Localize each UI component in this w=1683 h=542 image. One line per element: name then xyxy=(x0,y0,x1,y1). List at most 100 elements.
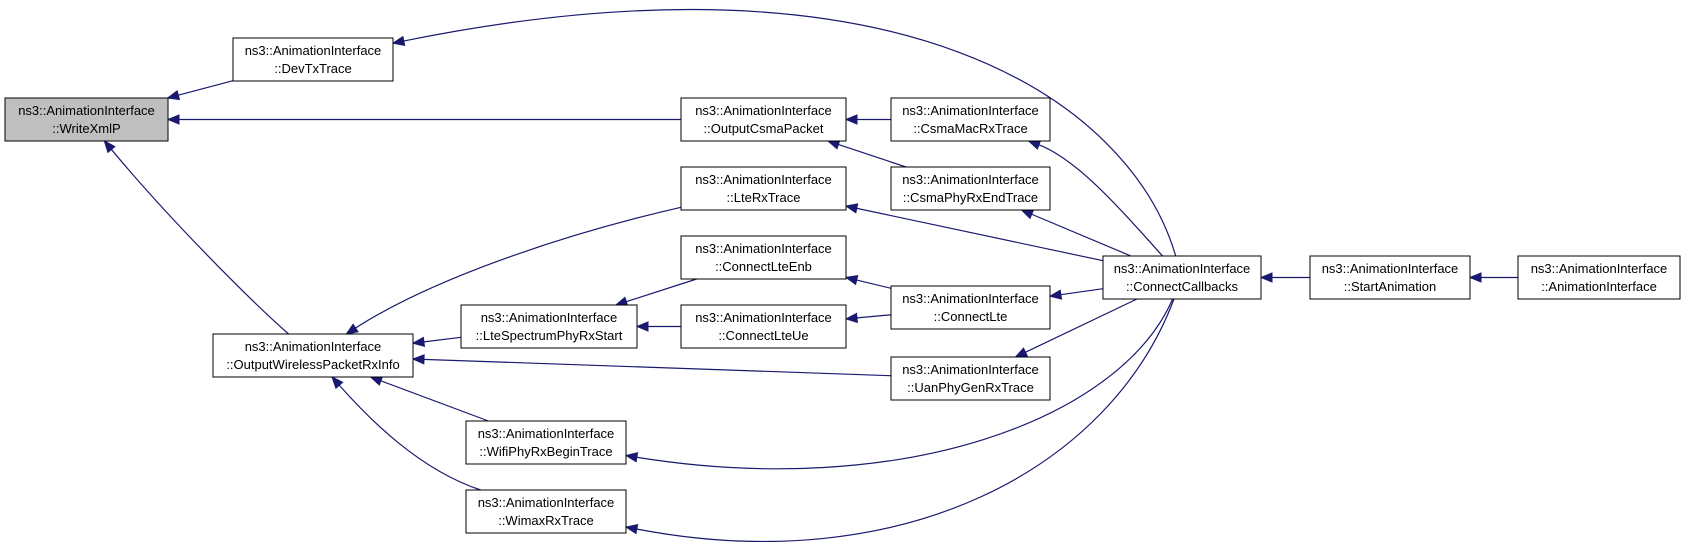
node-box xyxy=(680,235,847,280)
edge-connectcallbacks-to-csmaphyrxendtrace xyxy=(1030,213,1132,257)
edge-arrowhead xyxy=(331,376,344,390)
edge-arrowhead xyxy=(844,114,858,125)
edge-connectcallbacks-to-connectlte xyxy=(1059,288,1104,296)
node-box xyxy=(890,97,1051,142)
node-label-line2: ::ConnectLteUe xyxy=(718,328,808,343)
node-label-line1: ns3::AnimationInterface xyxy=(695,103,832,118)
node-label-line1: ns3::AnimationInterface xyxy=(478,426,615,441)
edge-arrowhead xyxy=(345,323,359,335)
node-label-line2: ::AnimationInterface xyxy=(1541,279,1657,294)
node-label-line2: ::OutputCsmaPacket xyxy=(704,121,824,136)
node-box xyxy=(465,420,627,465)
edge-connectcallbacks-to-wimaxrxtrace xyxy=(635,298,1175,542)
edge-arrowhead xyxy=(844,203,859,214)
edge-outputwirelesspacketrxinfo-to-writexmlp xyxy=(110,148,289,335)
node-label-line2: ::LteRxTrace xyxy=(727,190,801,205)
edge-arrowhead xyxy=(166,89,181,101)
node-box xyxy=(680,304,847,349)
node-box xyxy=(680,166,847,211)
node-startanimation[interactable]: ns3::AnimationInterface::StartAnimation xyxy=(1309,255,1471,300)
edge-arrowhead xyxy=(635,321,649,332)
node-label-line2: ::ConnectLte xyxy=(934,309,1008,324)
node-label-line1: ns3::AnimationInterface xyxy=(1322,261,1459,276)
node-box xyxy=(460,304,638,349)
node-label-line2: ::DevTxTrace xyxy=(274,61,352,76)
node-label-line1: ns3::AnimationInterface xyxy=(902,291,1039,306)
node-label-line2: ::CsmaMacRxTrace xyxy=(913,121,1027,136)
node-box xyxy=(1309,255,1471,300)
edge-arrowhead xyxy=(411,336,426,348)
edge-arrowhead xyxy=(1468,272,1482,283)
edge-connectcallbacks-to-ltexrxtrace xyxy=(855,207,1104,262)
node-label-line1: ns3::AnimationInterface xyxy=(481,310,618,325)
node-connectlte[interactable]: ns3::AnimationInterface::ConnectLte xyxy=(890,285,1051,330)
node-label-line1: ns3::AnimationInterface xyxy=(902,362,1039,377)
node-devtxtrace[interactable]: ns3::AnimationInterface::DevTxTrace xyxy=(232,37,394,82)
edge-arrowhead xyxy=(624,452,639,463)
edge-wifiphyrxbegintrace-to-outputwirelesspacketrxinfo xyxy=(379,379,489,422)
node-connectcallbacks[interactable]: ns3::AnimationInterface::ConnectCallback… xyxy=(1102,255,1262,300)
node-label-line1: ns3::AnimationInterface xyxy=(245,43,382,58)
node-label-line2: ::WriteXmlP xyxy=(52,121,120,136)
node-writexmlp[interactable]: ns3::AnimationInterface::WriteXmlP xyxy=(4,97,169,142)
node-csmamacrxtrace[interactable]: ns3::AnimationInterface::CsmaMacRxTrace xyxy=(890,97,1051,142)
edge-connectlte-to-connectlteenb xyxy=(855,279,892,289)
node-label-line1: ns3::AnimationInterface xyxy=(1114,261,1251,276)
edge-arrowhead xyxy=(369,376,384,386)
node-label-line2: ::UanPhyGenRxTrace xyxy=(907,380,1034,395)
edge-arrowhead xyxy=(103,139,116,154)
node-label-line1: ns3::AnimationInterface xyxy=(695,310,832,325)
edge-ltespectrumphyrxstart-to-outputwirelesspacketrxinfo xyxy=(422,336,462,343)
edge-devtxtrace-to-writexmlp xyxy=(177,80,234,97)
node-ltespectrumphyrxstart[interactable]: ns3::AnimationInterface::LteSpectrumPhyR… xyxy=(460,304,638,349)
node-box xyxy=(4,97,169,142)
node-wifiphyrxbegintrace[interactable]: ns3::AnimationInterface::WifiPhyRxBeginT… xyxy=(465,420,627,465)
node-label-line1: ns3::AnimationInterface xyxy=(695,172,832,187)
edge-uanphygenrxtrace-to-outputwirelesspacketrxinfo xyxy=(422,358,892,377)
edge-arrowhead xyxy=(1259,272,1273,283)
node-outputwirelesspacketrxinfo[interactable]: ns3::AnimationInterface::OutputWirelessP… xyxy=(212,333,414,378)
node-csmaphyrxendtrace[interactable]: ns3::AnimationInterface::CsmaPhyRxEndTra… xyxy=(890,166,1051,211)
edge-ltexrxtrace-to-outputwirelesspacketrxinfo xyxy=(354,206,682,330)
node-label-line2: ::OutputWirelessPacketRxInfo xyxy=(226,357,399,372)
node-label-line2: ::ConnectCallbacks xyxy=(1126,279,1238,294)
edge-connectcallbacks-to-uanphygenrxtrace xyxy=(1024,298,1138,354)
node-connectlteenb[interactable]: ns3::AnimationInterface::ConnectLteEnb xyxy=(680,235,847,280)
node-connectlteue[interactable]: ns3::AnimationInterface::ConnectLteUe xyxy=(680,304,847,349)
node-wimaxrxtrace[interactable]: ns3::AnimationInterface::WimaxRxTrace xyxy=(465,489,627,534)
node-box xyxy=(890,356,1051,401)
edge-arrowhead xyxy=(624,524,639,535)
edge-connectcallbacks-to-devtxtrace xyxy=(402,8,1177,257)
edge-connectcallbacks-to-csmamacrxtrace xyxy=(1037,143,1164,257)
call-graph-nodes: ns3::AnimationInterface::WriteXmlPns3::A… xyxy=(4,37,1681,534)
node-label-line1: ns3::AnimationInterface xyxy=(1531,261,1668,276)
node-label-line1: ns3::AnimationInterface xyxy=(245,339,382,354)
node-label-line1: ns3::AnimationInterface xyxy=(478,495,615,510)
edge-csmaphyrxendtrace-to-outputcsmapacket xyxy=(837,143,907,168)
edge-connectlteenb-to-ltespectrumphyrxstart xyxy=(625,278,697,303)
node-box xyxy=(465,489,627,534)
node-box xyxy=(212,333,414,378)
node-label-line2: ::WimaxRxTrace xyxy=(498,513,594,528)
edge-arrowhead xyxy=(844,275,859,286)
node-animationinterface[interactable]: ns3::AnimationInterface::AnimationInterf… xyxy=(1517,255,1681,300)
node-label-line2: ::CsmaPhyRxEndTrace xyxy=(903,190,1038,205)
call-graph-edges xyxy=(103,8,1518,542)
edge-arrowhead xyxy=(1014,347,1029,358)
edge-arrowhead xyxy=(391,35,406,47)
node-box xyxy=(890,285,1051,330)
edge-wimaxrxtrace-to-outputwirelesspacketrxinfo xyxy=(338,384,481,491)
node-uanphygenrxtrace[interactable]: ns3::AnimationInterface::UanPhyGenRxTrac… xyxy=(890,356,1051,401)
node-box xyxy=(1102,255,1262,300)
edge-arrowhead xyxy=(844,312,858,324)
node-ltexrxtrace[interactable]: ns3::AnimationInterface::LteRxTrace xyxy=(680,166,847,211)
edge-arrowhead xyxy=(1020,209,1035,220)
node-label-line2: ::StartAnimation xyxy=(1344,279,1437,294)
edge-arrowhead xyxy=(166,114,180,125)
node-outputcsmapacket[interactable]: ns3::AnimationInterface::OutputCsmaPacke… xyxy=(680,97,847,142)
edge-arrowhead xyxy=(1027,140,1042,150)
edge-connectcallbacks-to-wifiphyrxbegintrace xyxy=(635,298,1174,470)
node-label-line1: ns3::AnimationInterface xyxy=(695,241,832,256)
node-box xyxy=(1517,255,1681,300)
